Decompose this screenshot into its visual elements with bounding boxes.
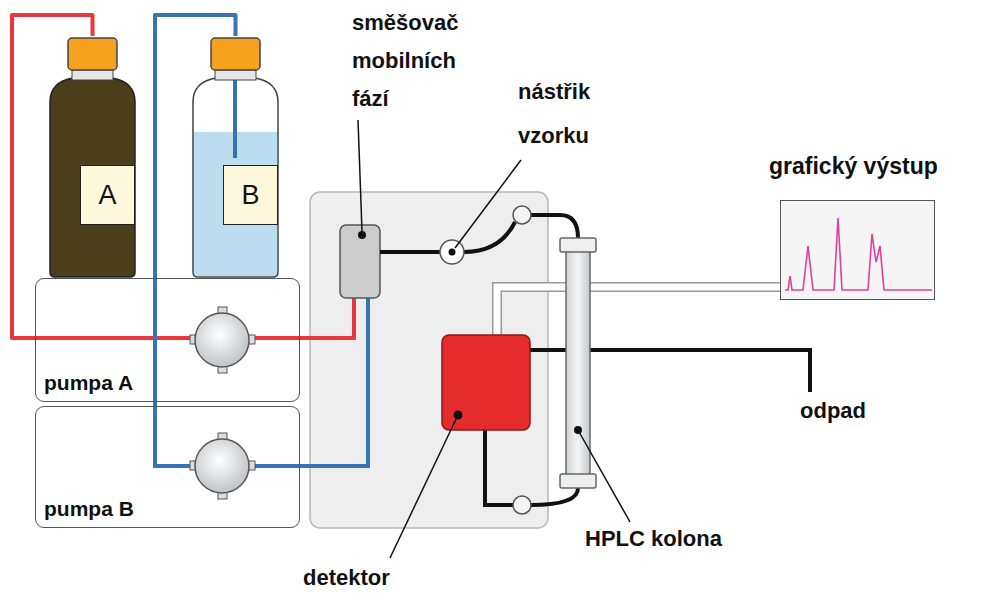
mixer	[340, 225, 380, 298]
leader-line	[358, 120, 362, 231]
fitting	[513, 206, 531, 224]
flow-line	[380, 250, 440, 254]
pump-head	[190, 307, 255, 373]
callout-label: HPLC kolona	[585, 526, 722, 552]
bottle-shape	[45, 36, 140, 278]
tube-a	[248, 298, 354, 338]
detector	[442, 335, 530, 430]
callout-label: směšovač mobilních fází	[352, 4, 477, 118]
pump-label: pumpa B	[41, 496, 137, 522]
signal-cable	[497, 287, 780, 335]
bottle-label: B	[223, 165, 278, 225]
tube-b	[248, 298, 368, 466]
bottle-label: A	[80, 165, 135, 225]
outlet-label: odpad	[800, 398, 866, 424]
tube-b	[155, 406, 196, 466]
chromatogram	[785, 218, 932, 290]
flow-line	[485, 430, 513, 505]
leader-dot	[449, 249, 456, 256]
flow-line	[531, 488, 578, 505]
solvent-bottle: B	[188, 36, 283, 278]
graph-heading: grafický výstup	[769, 151, 938, 181]
leader-line	[390, 415, 458, 558]
tube-a	[33, 336, 196, 340]
fitting	[513, 496, 531, 514]
hplc-column	[560, 238, 596, 488]
leader-line	[455, 160, 521, 248]
pump-panel: pumpa A	[35, 278, 300, 402]
callout-label: detektor	[303, 565, 390, 591]
callout-label: nástřik vzorku	[518, 70, 648, 158]
leader-line	[578, 430, 630, 522]
solvent-bottle: A	[45, 36, 140, 278]
bottle-shape	[188, 36, 283, 278]
graph-output: grafický výstup	[780, 200, 935, 300]
graph-ground	[780, 200, 935, 300]
leader-dot	[358, 231, 366, 239]
flow-line	[531, 215, 578, 238]
injector	[440, 240, 464, 264]
pump-head	[190, 433, 255, 499]
pump-panel: pumpa B	[35, 406, 300, 528]
pump-label: pumpa A	[41, 370, 136, 396]
signal-cable	[497, 287, 780, 335]
